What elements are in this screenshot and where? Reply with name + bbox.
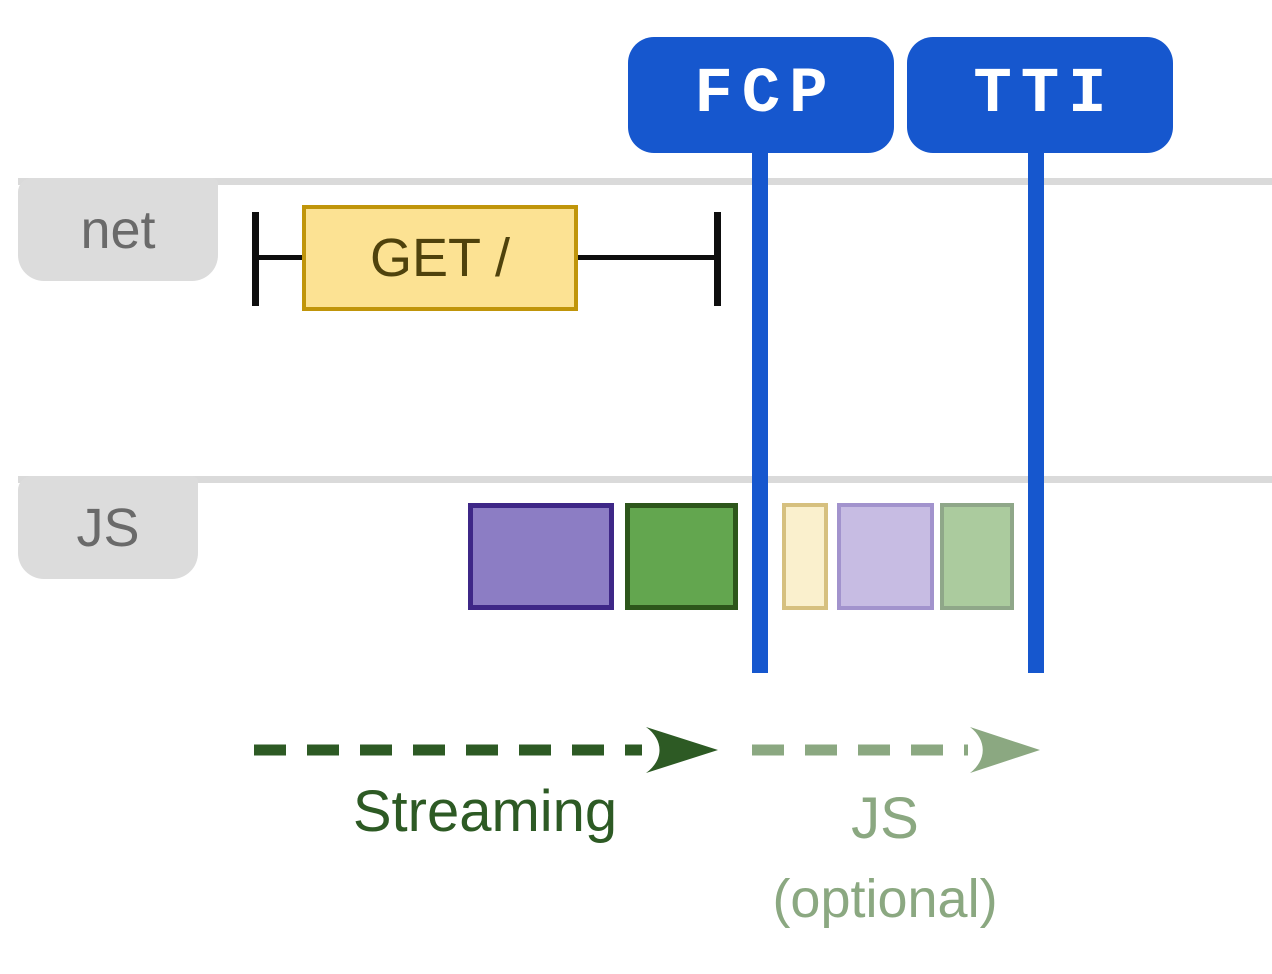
fcp-marker-line — [752, 150, 768, 673]
js-task-optional-purple — [837, 503, 934, 610]
tti-marker-line — [1028, 150, 1044, 673]
request-end-tick — [714, 212, 721, 306]
js-task-optional-yellow — [782, 503, 828, 610]
js-lane-label: JS — [18, 476, 198, 579]
fcp-badge-label: FCP — [694, 59, 837, 131]
js-task-purple — [468, 503, 614, 610]
get-request-box: GET / — [302, 205, 578, 311]
tti-badge-label: TTI — [973, 59, 1116, 131]
fcp-badge: FCP — [628, 37, 894, 153]
request-right-connector — [578, 255, 714, 260]
js-task-green — [625, 503, 738, 610]
net-lane-label-text: net — [80, 199, 156, 260]
js-lane-line — [18, 476, 1272, 483]
request-left-connector — [259, 255, 302, 260]
streaming-legend-label: Streaming — [352, 779, 618, 844]
js-lane-label-text: JS — [76, 497, 140, 558]
request-start-tick — [252, 212, 259, 306]
net-lane-line — [18, 178, 1272, 185]
js-task-optional-green — [940, 503, 1014, 610]
optional-legend-text: (optional) — [772, 869, 998, 929]
net-lane-label: net — [18, 178, 218, 281]
streaming-arrow-icon — [254, 727, 718, 773]
js-legend-text: JS — [851, 786, 919, 851]
tti-badge: TTI — [907, 37, 1173, 153]
get-request-label: GET / — [369, 228, 511, 288]
js-optional-legend-label: JS (optional) — [735, 786, 1035, 929]
js-optional-arrow-icon — [752, 727, 1040, 773]
